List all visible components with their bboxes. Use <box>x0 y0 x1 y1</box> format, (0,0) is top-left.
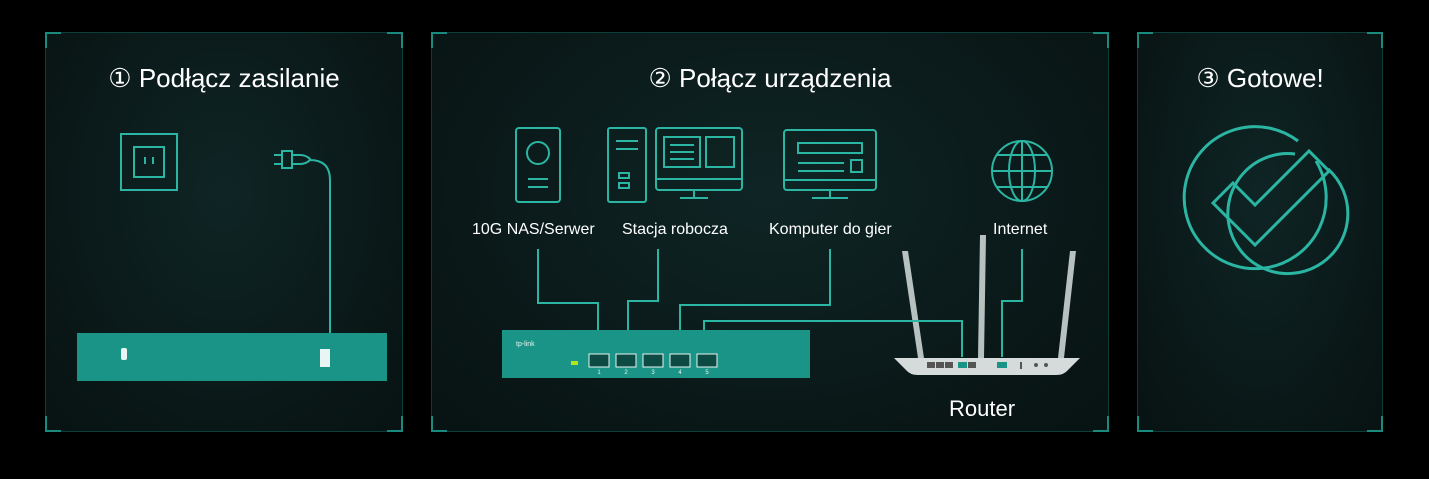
brand-logo: tp-link <box>516 341 535 348</box>
step3-panel: ③ Gotowe! <box>1137 32 1383 432</box>
switch-port-number: 5 <box>705 370 709 376</box>
checkmark-icon <box>1182 125 1350 275</box>
switch-port-2 <box>615 353 637 368</box>
done-diagram <box>1182 125 1350 275</box>
switch-rear-panel <box>77 333 387 381</box>
nas-server-icon <box>515 127 561 203</box>
workstation-icon <box>607 127 743 203</box>
power-diagram <box>77 133 387 381</box>
switch-port-number: 1 <box>597 370 601 376</box>
cable-gaming <box>679 249 831 350</box>
switch-port-3 <box>642 353 664 368</box>
device-label-internet: Internet <box>993 221 1048 238</box>
switch-port-1 <box>588 353 610 368</box>
globe-icon <box>991 140 1053 202</box>
switch-port-number: 4 <box>678 370 682 376</box>
step2-panel: ② Połącz urządzenia <box>431 32 1109 432</box>
switch-port-number: 2 <box>624 370 628 376</box>
step1-title: ① Podłącz zasilanie <box>108 63 340 93</box>
step2-title: ② Połącz urządzenia <box>648 63 892 93</box>
router-label: Router <box>949 396 1016 421</box>
device-label-nas: 10G NAS/Serwer <box>472 221 595 238</box>
power-port-icon <box>320 349 330 367</box>
switch-ports: 1 2 3 4 5 <box>588 353 718 376</box>
switch-port-number: 3 <box>651 370 655 376</box>
switch-port-5 <box>696 353 718 368</box>
router-antennas <box>902 235 1076 358</box>
connection-diagram: tp-link 1 2 3 4 5 <box>502 127 1080 378</box>
device-label-workstation: Stacja robocza <box>622 221 728 238</box>
status-led <box>571 361 578 365</box>
gaming-computer-icon <box>783 129 877 199</box>
step3-title: ③ Gotowe! <box>1196 63 1324 93</box>
switch-port-4 <box>669 353 691 368</box>
reset-button-icon <box>121 348 127 360</box>
cable-workstation <box>627 249 659 350</box>
power-plug-icon <box>274 150 331 333</box>
wall-outlet-icon <box>120 133 178 191</box>
cable-internet <box>1001 249 1023 357</box>
device-label-gaming: Komputer do gier <box>769 221 892 238</box>
step1-panel: ① Podłącz zasilanie <box>45 32 403 432</box>
router-icon <box>894 358 1080 375</box>
cable-nas <box>537 249 599 350</box>
